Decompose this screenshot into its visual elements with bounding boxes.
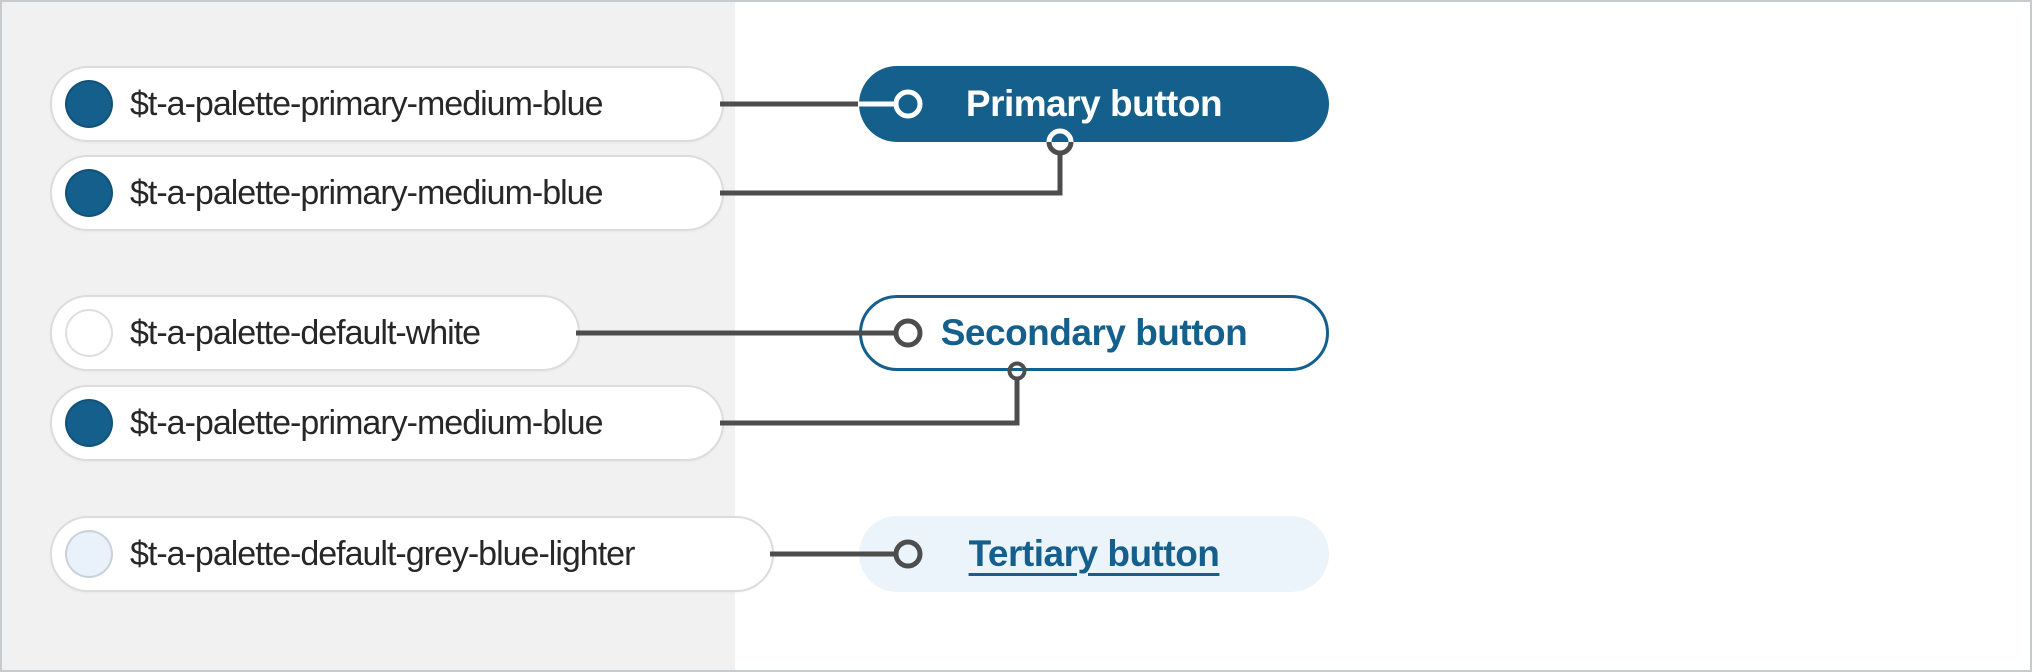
token-pill-default-grey-blue-lighter: $t-a-palette-default-grey-blue-lighter bbox=[50, 516, 774, 592]
secondary-button[interactable]: Secondary button bbox=[859, 295, 1329, 371]
color-swatch-white bbox=[65, 309, 113, 357]
color-swatch-blue bbox=[65, 399, 113, 447]
token-label: $t-a-palette-primary-medium-blue bbox=[130, 84, 604, 123]
token-pill-primary-medium-blue-1: $t-a-palette-primary-medium-blue bbox=[50, 66, 724, 142]
token-label: $t-a-palette-primary-medium-blue bbox=[130, 173, 604, 212]
tertiary-button-label: Tertiary button bbox=[968, 533, 1220, 574]
token-label: $t-a-palette-default-grey-blue-lighter bbox=[130, 534, 635, 573]
token-label: $t-a-palette-default-white bbox=[130, 313, 481, 352]
connector-token4-to-secondary-bottom bbox=[720, 361, 1027, 426]
secondary-button-label: Secondary button bbox=[940, 312, 1248, 353]
token-pill-default-white: $t-a-palette-default-white bbox=[50, 295, 580, 371]
primary-button[interactable]: Primary button bbox=[859, 66, 1329, 142]
color-swatch-blue bbox=[65, 80, 113, 128]
color-swatch-blue bbox=[65, 169, 113, 217]
primary-button-label: Primary button bbox=[965, 83, 1223, 124]
token-label: $t-a-palette-primary-medium-blue bbox=[130, 403, 604, 442]
color-swatch-light-blue bbox=[65, 530, 113, 578]
token-pill-primary-medium-blue-3: $t-a-palette-primary-medium-blue bbox=[50, 385, 724, 461]
token-pill-primary-medium-blue-2: $t-a-palette-primary-medium-blue bbox=[50, 155, 724, 231]
tertiary-button[interactable]: Tertiary button bbox=[859, 516, 1329, 592]
